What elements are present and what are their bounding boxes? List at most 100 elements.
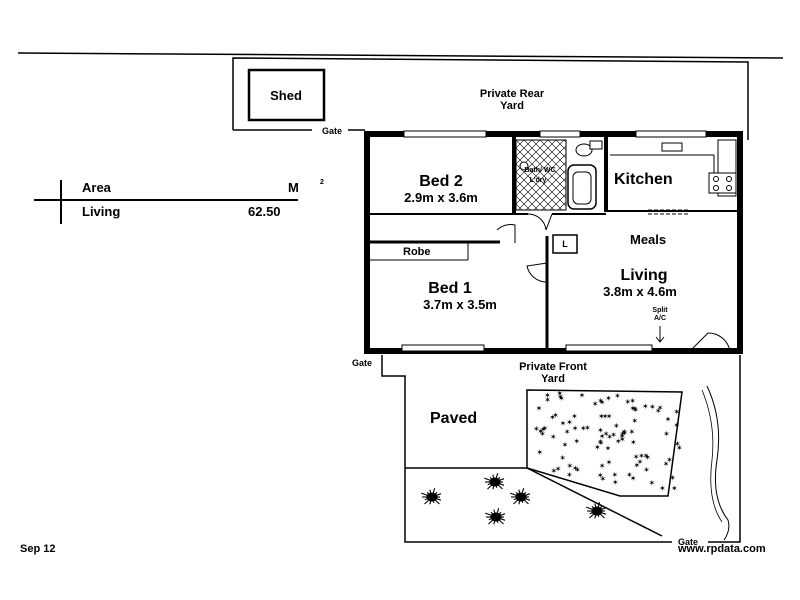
svg-text:✶: ✶	[579, 391, 586, 400]
svg-text:✶: ✶	[550, 433, 557, 442]
svg-text:✶: ✶	[574, 466, 581, 475]
svg-text:✶: ✶	[637, 457, 644, 466]
meals-label: Meals	[630, 232, 667, 247]
svg-text:✶: ✶	[605, 444, 612, 453]
shrub-icon	[484, 473, 505, 490]
paved-label: Paved	[430, 410, 478, 427]
bed2-name: Bed 2	[419, 173, 463, 190]
svg-text:✶: ✶	[584, 423, 591, 432]
bed2-size: 2.9m x 3.6m	[404, 190, 478, 205]
svg-text:✶: ✶	[602, 412, 609, 421]
svg-text:✶: ✶	[544, 396, 551, 405]
svg-text:✶: ✶	[572, 464, 579, 473]
bath-label-line1: Bath/ WC	[524, 167, 556, 174]
area-label: Area	[82, 180, 111, 195]
svg-text:✶: ✶	[566, 418, 573, 427]
shrub-icon	[586, 502, 607, 519]
area-unit-power: 2	[320, 179, 324, 186]
svg-text:✶: ✶	[592, 400, 599, 409]
svg-text:✶: ✶	[621, 428, 628, 437]
svg-text:✶: ✶	[673, 408, 680, 417]
svg-text:✶: ✶	[657, 403, 664, 412]
svg-text:✶: ✶	[597, 471, 604, 480]
svg-text:✶: ✶	[659, 484, 666, 493]
front-yard-label-line2: Yard	[541, 373, 565, 385]
svg-text:✶: ✶	[671, 484, 678, 493]
footer-website: www.rpdata.com	[678, 543, 766, 555]
svg-text:✶: ✶	[605, 394, 612, 403]
svg-text:✶: ✶	[555, 465, 562, 474]
svg-text:✶: ✶	[600, 475, 607, 484]
svg-text:✶: ✶	[665, 415, 672, 424]
gate-rear-label: Gate	[321, 126, 343, 136]
svg-text:✶: ✶	[606, 458, 613, 467]
svg-text:✶: ✶	[619, 435, 626, 444]
svg-text:✶: ✶	[666, 455, 673, 464]
svg-text:✶: ✶	[603, 430, 610, 439]
kitchen-label: Kitchen	[614, 171, 673, 188]
svg-text:✶: ✶	[632, 405, 639, 414]
svg-text:✶: ✶	[621, 428, 628, 437]
svg-text:✶: ✶	[643, 452, 650, 461]
svg-text:✶: ✶	[669, 473, 676, 482]
living-area-value: 62.50	[248, 204, 281, 219]
svg-text:✶: ✶	[655, 407, 662, 416]
svg-text:✶: ✶	[614, 391, 621, 400]
svg-text:✶: ✶	[559, 453, 566, 462]
svg-text:✶: ✶	[599, 432, 606, 441]
svg-text:✶: ✶	[630, 474, 637, 483]
svg-text:✶: ✶	[539, 429, 546, 438]
gate-front-label: Gate	[677, 537, 699, 547]
svg-text:✶: ✶	[598, 412, 605, 421]
svg-text:✶: ✶	[552, 411, 559, 420]
svg-text:✶: ✶	[630, 404, 637, 413]
bath-label-line2: L'dry	[529, 177, 547, 184]
area-table-rules	[34, 180, 298, 224]
svg-text:✶: ✶	[540, 425, 547, 434]
svg-text:✶: ✶	[536, 448, 543, 457]
svg-text:✶: ✶	[580, 424, 587, 433]
svg-text:✶: ✶	[542, 424, 549, 433]
svg-text:✶: ✶	[632, 406, 639, 415]
gate-left-label: Gate	[351, 358, 373, 368]
svg-text:✶: ✶	[537, 427, 544, 436]
windows	[401, 130, 707, 352]
svg-text:✶: ✶	[612, 470, 619, 479]
svg-text:✶: ✶	[597, 438, 604, 447]
area-unit-label: M	[288, 180, 299, 195]
paved-area-edge	[405, 467, 663, 537]
svg-text:✶: ✶	[649, 479, 656, 488]
split-ac-label-line1: Split	[652, 307, 668, 314]
svg-text:✶: ✶	[606, 412, 613, 421]
side-garden-edge-inner	[701, 389, 723, 523]
svg-text:✶: ✶	[626, 470, 633, 479]
svg-text:✶: ✶	[536, 404, 543, 413]
garden-bed	[526, 389, 683, 497]
svg-text:✶: ✶	[599, 398, 606, 407]
linen-label: L	[562, 239, 568, 249]
side-garden-edge	[706, 385, 730, 541]
svg-text:✶: ✶	[610, 430, 617, 439]
svg-text:✶: ✶	[571, 412, 578, 421]
svg-text:✶: ✶	[533, 424, 540, 433]
footer-date: Sep 12	[20, 543, 56, 555]
svg-text:✶: ✶	[619, 432, 626, 441]
front-yard-label-line1: Private Front	[519, 361, 587, 373]
svg-text:✶: ✶	[663, 430, 670, 439]
svg-text:✶: ✶	[597, 396, 604, 405]
rear-yard-label-line2: Yard	[500, 100, 524, 112]
svg-text:✶: ✶	[629, 427, 636, 436]
kitchen-fixtures	[610, 139, 737, 215]
svg-text:✶: ✶	[642, 402, 649, 411]
shrubs	[421, 473, 607, 525]
split-ac-arrow-icon	[655, 326, 665, 343]
svg-text:✶: ✶	[549, 413, 556, 422]
svg-text:✶: ✶	[630, 438, 637, 447]
bed1-size: 3.7m x 3.5m	[423, 297, 497, 312]
svg-text:✶: ✶	[594, 443, 601, 452]
shed-outline	[247, 68, 326, 122]
svg-text:✶: ✶	[629, 397, 636, 406]
svg-text:✶: ✶	[613, 421, 620, 430]
svg-text:✶: ✶	[567, 462, 574, 471]
